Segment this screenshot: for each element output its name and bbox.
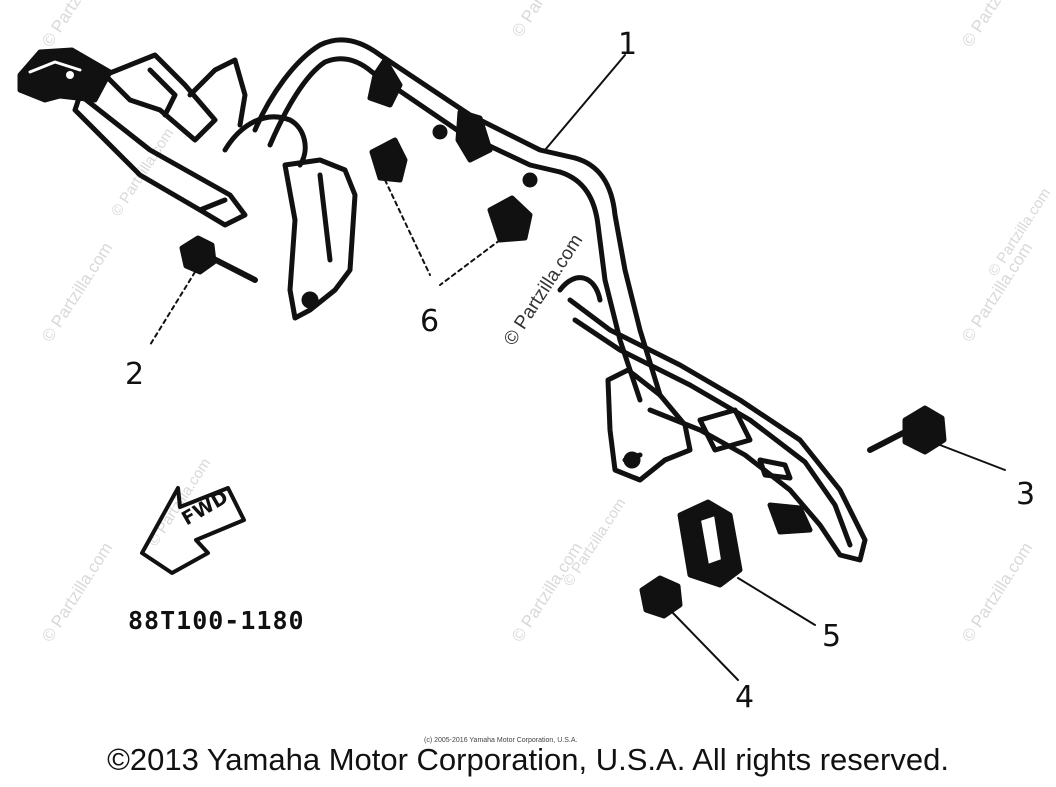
leader-line — [737, 577, 816, 626]
nut-part — [639, 575, 683, 619]
callout-6: 6 — [420, 304, 440, 339]
callout-2: 2 — [125, 357, 145, 392]
small-copyright: (c) 2005-2016 Yamaha Motor Corporation, … — [424, 737, 578, 744]
leader-line — [149, 271, 196, 346]
callout-5: 5 — [822, 619, 842, 654]
bolt-part — [179, 235, 258, 283]
callout-1: 1 — [618, 27, 638, 62]
clip-part — [369, 137, 533, 243]
leader-line — [544, 54, 626, 151]
fwd-arrow-icon — [140, 486, 246, 575]
callout-4: 4 — [735, 680, 755, 715]
leader-line — [939, 444, 1006, 471]
grommet-part — [677, 499, 743, 588]
bracket-frame-part — [17, 37, 868, 563]
copyright-notice: ©2013 Yamaha Motor Corporation, U.S.A. A… — [107, 742, 949, 777]
leader-line — [671, 611, 739, 681]
bolt-part — [867, 405, 947, 455]
part-number: 88T100-1180 — [128, 606, 305, 635]
leader-line — [439, 239, 501, 286]
callout-3: 3 — [1016, 477, 1036, 512]
leader-line — [384, 179, 431, 276]
